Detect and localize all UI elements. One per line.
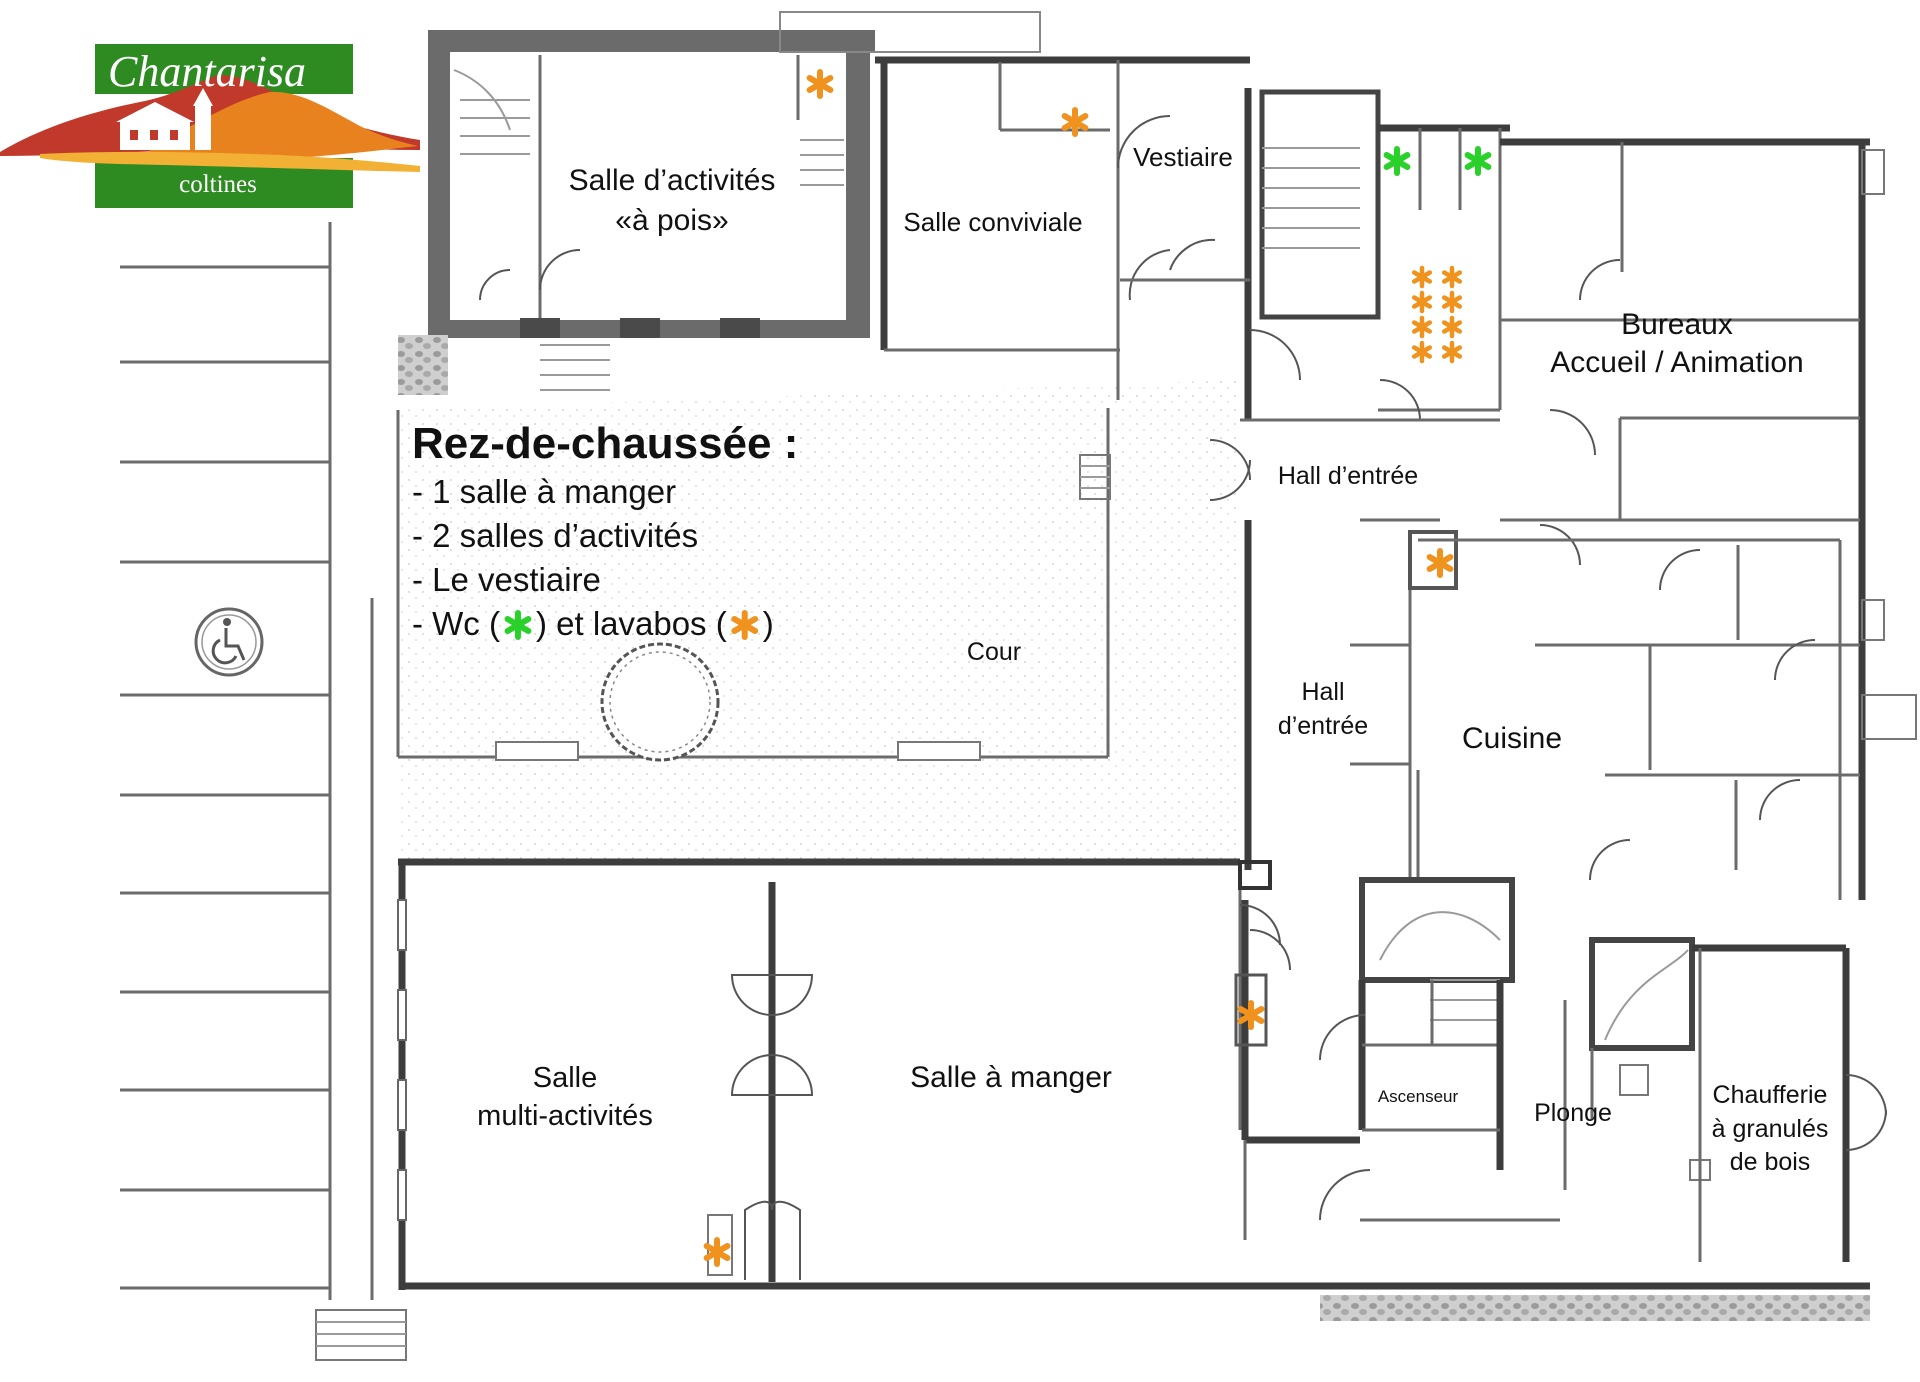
- wc-markers: [1387, 149, 1489, 173]
- orange-asterisk-icon: [1444, 343, 1460, 361]
- legend-item-1: - 1 salle à manger: [412, 473, 676, 510]
- legend: Rez-de-chaussée : - 1 salle à manger - 2…: [412, 419, 798, 642]
- courtyard: [396, 380, 1240, 860]
- room-chaufferie: [1692, 944, 1887, 1262]
- farmhouse-icon: [116, 88, 213, 150]
- label-salle-a-manger: Salle à manger: [910, 1061, 1112, 1094]
- orange-asterisk-icon: [1444, 268, 1460, 286]
- orange-asterisk-icon: [1444, 318, 1460, 336]
- orange-asterisk-icon: [1430, 551, 1451, 575]
- green-asterisk-icon: [1387, 149, 1408, 173]
- parking-area: [120, 222, 374, 1300]
- room-labels: Salle d’activités «à pois» Salle convivi…: [477, 142, 1828, 1176]
- legend-title: Rez-de-chaussée :: [412, 419, 798, 468]
- stairwell-and-elevator: [1241, 877, 1711, 1240]
- legend-wc-mid: ) et lavabos (: [536, 605, 727, 642]
- orange-asterisk-icon: [1414, 318, 1430, 336]
- label-salle-multi-line2: multi-activités: [477, 1100, 653, 1132]
- orange-asterisk-icon: [1414, 343, 1430, 361]
- label-hall-entree-mid-line2: d’entrée: [1278, 712, 1368, 740]
- room-bureaux: [1500, 138, 1885, 900]
- legend-wc-prefix: - Wc (: [412, 605, 500, 642]
- room-salle-conviviale: [875, 56, 1250, 400]
- room-vestiaire: [779, 11, 1252, 420]
- legend-item-3: - Le vestiaire: [412, 561, 601, 598]
- label-chaufferie-line1: Chaufferie: [1713, 1081, 1828, 1109]
- label-cour: Cour: [967, 638, 1021, 666]
- label-vestiaire: Vestiaire: [1133, 142, 1233, 172]
- logo-brand-text: Chantarisa: [108, 47, 306, 96]
- legend-item-2: - 2 salles d’activités: [412, 517, 698, 554]
- label-salle-activites-line1: Salle d’activités: [569, 164, 776, 197]
- green-asterisk-icon: [1468, 149, 1489, 173]
- stairs-and-toilets: [1249, 89, 1510, 421]
- wheelchair-icon: [194, 607, 264, 677]
- orange-asterisk-icon: [707, 1240, 728, 1264]
- label-chaufferie-line3: de bois: [1730, 1148, 1811, 1176]
- label-bureaux-line2: Accueil / Animation: [1550, 346, 1803, 379]
- label-hall-entree-mid-line1: Hall: [1301, 678, 1344, 706]
- label-salle-conviviale: Salle conviviale: [903, 207, 1082, 237]
- logo-place-text: coltines: [179, 171, 257, 198]
- legend-wc-suffix: ): [763, 605, 774, 642]
- label-ascenseur: Ascenseur: [1378, 1087, 1459, 1106]
- chantarisa-logo: Chantarisa coltines: [0, 44, 420, 208]
- label-cuisine: Cuisine: [1462, 722, 1562, 755]
- room-salle-a-manger-block: [315, 858, 1870, 1361]
- label-salle-multi-line1: Salle: [533, 1062, 598, 1094]
- legend-item-4: - Wc ( ) et lavabos (): [412, 605, 774, 642]
- tree-icon: [600, 642, 720, 762]
- label-salle-activites-line2: «à pois»: [615, 204, 728, 237]
- label-plonge: Plonge: [1534, 1099, 1612, 1127]
- hall-entree: [1209, 418, 1581, 880]
- room-salle-activites-a-pois: [398, 30, 875, 395]
- orange-asterisk-icon: [1444, 293, 1460, 311]
- orange-asterisk-icon: [1414, 268, 1430, 286]
- label-hall-entree-top: Hall d’entrée: [1278, 462, 1418, 490]
- room-cuisine: [1416, 538, 1917, 900]
- label-chaufferie-line2: à granulés: [1712, 1115, 1829, 1143]
- orange-asterisk-icon: [1414, 293, 1430, 311]
- label-bureaux-line1: Bureaux: [1621, 308, 1733, 341]
